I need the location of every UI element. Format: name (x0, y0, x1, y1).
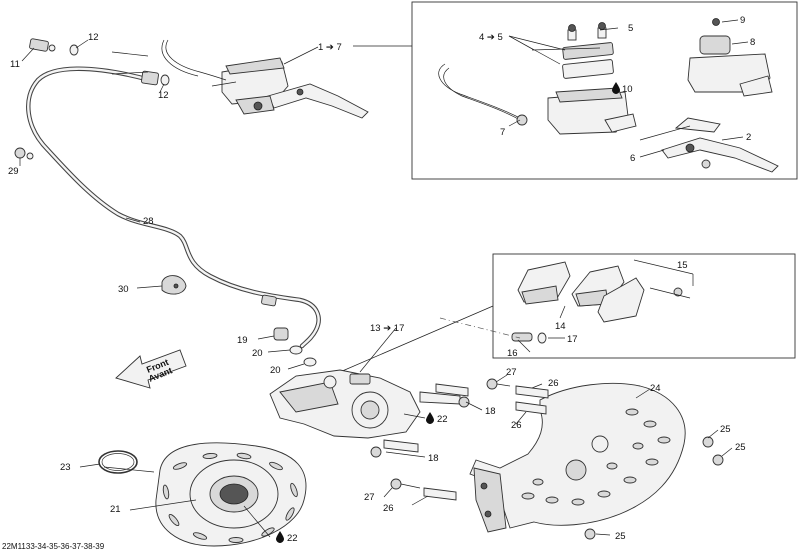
callout-30: 30 (118, 284, 129, 295)
o-ring (98, 450, 138, 474)
inset-reservoir-cover-assembly (687, 18, 773, 97)
caliper-leader (339, 305, 494, 373)
leader-lines (19, 39, 733, 538)
disc-guard (469, 382, 686, 533)
bolt-27-upper (486, 378, 511, 390)
callout-15: 15 (677, 260, 688, 271)
washer-20-lower (303, 357, 317, 367)
callout-8: 8 (750, 37, 755, 48)
callout-17: 17 (567, 334, 578, 345)
callout-7: 7 (500, 127, 505, 138)
callout-22-disc: 22 (287, 533, 298, 544)
callout-26-upper: 26 (548, 378, 559, 389)
callout-20-lower: 20 (270, 365, 281, 376)
callout-26-middle: 26 (511, 420, 522, 431)
callout-14: 14 (555, 321, 566, 332)
sealing-washer-lower (160, 74, 170, 86)
bleeder-screw (273, 327, 289, 341)
banjo-bolt (29, 38, 56, 52)
hose-guide-line (111, 51, 149, 75)
callout-22-caliper: 22 (437, 414, 448, 425)
inset-leader-lines (508, 19, 749, 158)
spacer-26-upper (515, 385, 549, 399)
callout-25-c: 25 (615, 531, 626, 542)
inset-master-cylinder (547, 22, 637, 135)
callout-19: 19 (237, 335, 248, 346)
callout-21: 21 (110, 504, 121, 515)
callout-23: 23 (60, 462, 71, 473)
guard-screw-25-c (584, 528, 596, 540)
brake-switch-wire (161, 39, 227, 81)
callout-28: 28 (143, 216, 154, 227)
callout-29: 29 (8, 166, 19, 177)
hose-clamp-29 (14, 147, 34, 160)
front-direction-arrow: Front Avant (115, 349, 187, 389)
callout-16: 16 (507, 348, 518, 359)
caliper-bolt-18-upper (419, 391, 470, 408)
callout-10: 10 (622, 84, 633, 95)
callout-13-to-17: 13 ➔ 17 (370, 323, 404, 334)
master-cylinder-assembly (211, 57, 369, 119)
callout-27-lower: 27 (364, 492, 375, 503)
brake-pads-detail (511, 259, 694, 344)
hose-clip-30 (161, 275, 187, 295)
thread-locker-drop-icon-22b (276, 531, 284, 543)
callout-4-to-5: 4 ➔ 5 (479, 32, 503, 43)
callout-1-to-7: 1 ➔ 7 (318, 42, 342, 53)
sealing-washer-top (69, 44, 79, 56)
spacer-18 (435, 383, 469, 397)
callout-20-upper: 20 (252, 348, 263, 359)
diagram-reference-code: 22M1133-34-35-36-37-38-39 (2, 542, 105, 551)
callout-18-upper: 18 (485, 406, 496, 417)
callout-25-a: 25 (720, 424, 731, 435)
guard-screw-25-b (712, 454, 724, 466)
callout-12-lower: 12 (158, 90, 169, 101)
callout-2: 2 (746, 132, 751, 143)
inset-brake-light-switch-wire (438, 63, 528, 126)
bolt-27-lower (390, 478, 421, 490)
callout-24: 24 (650, 383, 661, 394)
callout-25-b: 25 (735, 442, 746, 453)
callout-labels: 11 12 12 1 ➔ 7 4 ➔ 5 5 9 8 10 7 2 6 29 2… (8, 15, 755, 544)
callout-9: 9 (740, 15, 745, 26)
caliper-bolt-18-lower (370, 439, 419, 458)
master-cylinder-detail-box (411, 1, 798, 180)
callout-12-upper: 12 (88, 32, 99, 43)
callout-6: 6 (630, 153, 635, 164)
callout-26-lower: 26 (383, 503, 394, 514)
callout-11: 11 (10, 59, 20, 70)
callout-27-upper: 27 (506, 367, 517, 378)
brake-hose (26, 66, 321, 349)
inset-brake-lever (639, 117, 779, 173)
pad-pin-axis (439, 317, 521, 339)
brake-caliper (269, 369, 421, 439)
callout-5: 5 (628, 23, 633, 34)
washer-20-upper (289, 345, 303, 355)
thread-locker-drop-icon-22a (426, 412, 434, 424)
guard-screw-25-a (702, 436, 714, 448)
thread-locker-drop-icon-10 (612, 82, 620, 94)
callout-18-lower: 18 (428, 453, 439, 464)
spacer-26-middle (515, 401, 547, 415)
brake-disc (155, 442, 307, 547)
spacer-26-lower (423, 487, 457, 501)
